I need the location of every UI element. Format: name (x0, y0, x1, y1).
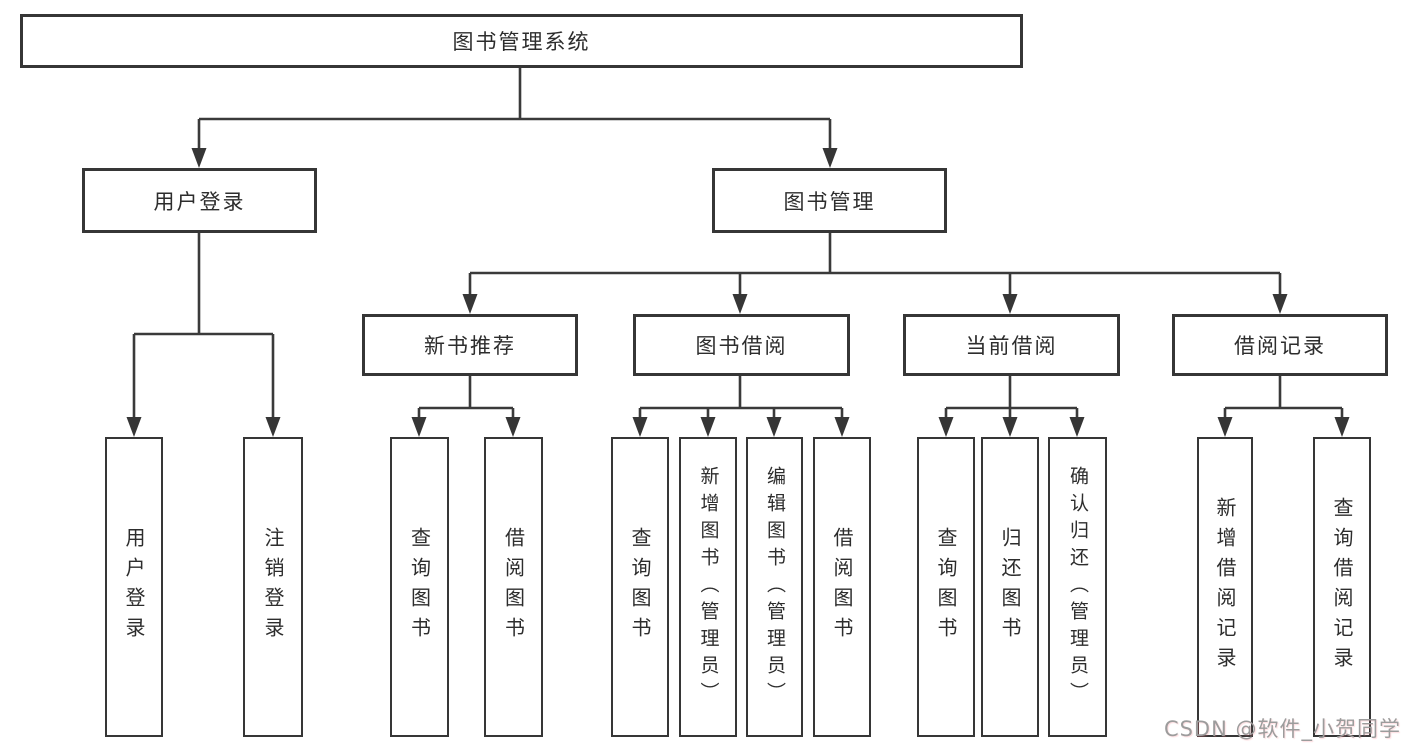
leaf-edit-books-admin: 编辑图书（管理员） (746, 437, 803, 737)
node-book-management: 图书管理 (712, 168, 947, 233)
leaf-confirm-return-admin: 确认归还（管理员） (1048, 437, 1107, 737)
node-new-book-recommend: 新书推荐 (362, 314, 578, 376)
leaf-logout: 注销登录 (243, 437, 303, 737)
node-borrowing-records: 借阅记录 (1172, 314, 1388, 376)
leaf-return-books: 归还图书 (981, 437, 1039, 737)
node-root-system: 图书管理系统 (20, 14, 1023, 68)
leaf-query-books-borrowing: 查询图书 (611, 437, 669, 737)
leaf-query-borrow-record: 查询借阅记录 (1313, 437, 1371, 737)
node-book-borrowing: 图书借阅 (633, 314, 850, 376)
leaf-query-books-recommend: 查询图书 (390, 437, 449, 737)
csdn-watermark: CSDN @软件_小贺同学 (1163, 717, 1401, 741)
leaf-borrow-books-recommend: 借阅图书 (484, 437, 543, 737)
leaf-user-login: 用户登录 (105, 437, 163, 737)
node-user-login-group: 用户登录 (82, 168, 317, 233)
leaf-query-books-current: 查询图书 (917, 437, 975, 737)
leaf-borrow-books-borrowing: 借阅图书 (813, 437, 871, 737)
leaf-add-borrow-record: 新增借阅记录 (1197, 437, 1253, 737)
node-current-borrowing: 当前借阅 (903, 314, 1120, 376)
leaf-add-books-admin: 新增图书（管理员） (679, 437, 737, 737)
arrowhead-group (126, 148, 1350, 437)
